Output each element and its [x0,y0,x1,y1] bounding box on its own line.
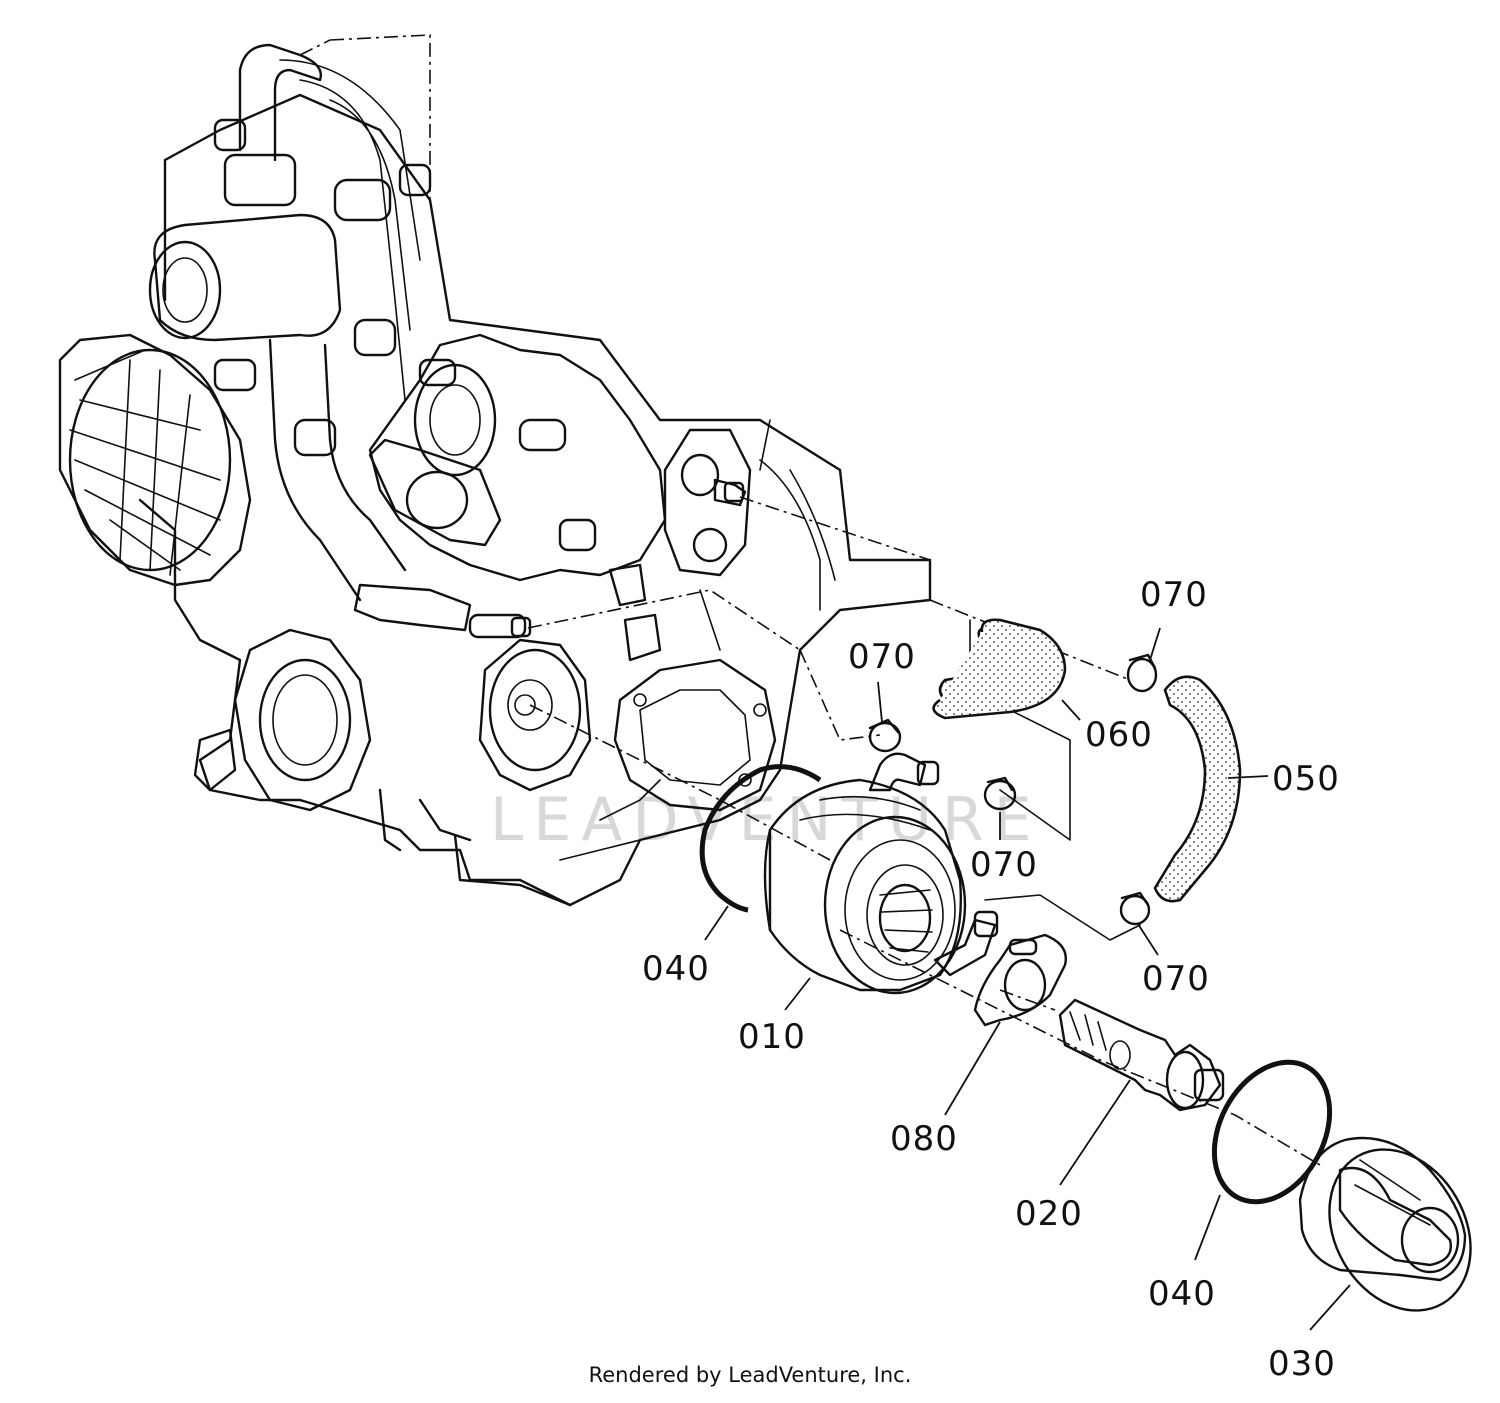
callout-060: 060 [1085,715,1153,755]
part-070-clamp-d [1119,891,1151,926]
part-050-hose-long [1153,675,1242,903]
callout-070-top-left: 070 [848,637,916,677]
watermark-text: LEADVENTURE [490,785,1042,855]
part-080-washer [973,933,1067,1027]
part-060-hose-short [932,618,1067,720]
part-040-oring-upper [699,764,822,913]
part-010-oil-cooler [763,752,999,995]
callout-070-middle: 070 [970,845,1038,885]
callout-030: 030 [1268,1344,1336,1384]
part-020-bolt [1058,998,1225,1112]
callout-050: 050 [1272,759,1340,799]
part-030-cover [1298,1136,1472,1312]
callout-labels: 070 070 060 050 070 070 040 010 080 020 … [642,575,1340,1384]
callout-040-lower: 040 [1148,1274,1216,1314]
callout-070-top-right: 070 [1140,575,1208,615]
callout-010: 010 [738,1017,806,1057]
footer-credit: Rendered by LeadVenture, Inc. [588,1363,912,1387]
callout-020: 020 [1015,1194,1083,1234]
leader-lines [704,627,1351,1331]
callout-080: 080 [890,1119,958,1159]
part-070-clamp-a [1126,653,1158,693]
callout-070-bottom-right: 070 [1142,959,1210,999]
part-070-clamp-c [983,776,1017,811]
callout-040-upper: 040 [642,949,710,989]
engine-block [58,43,932,907]
part-070-clamp-b [868,718,902,753]
